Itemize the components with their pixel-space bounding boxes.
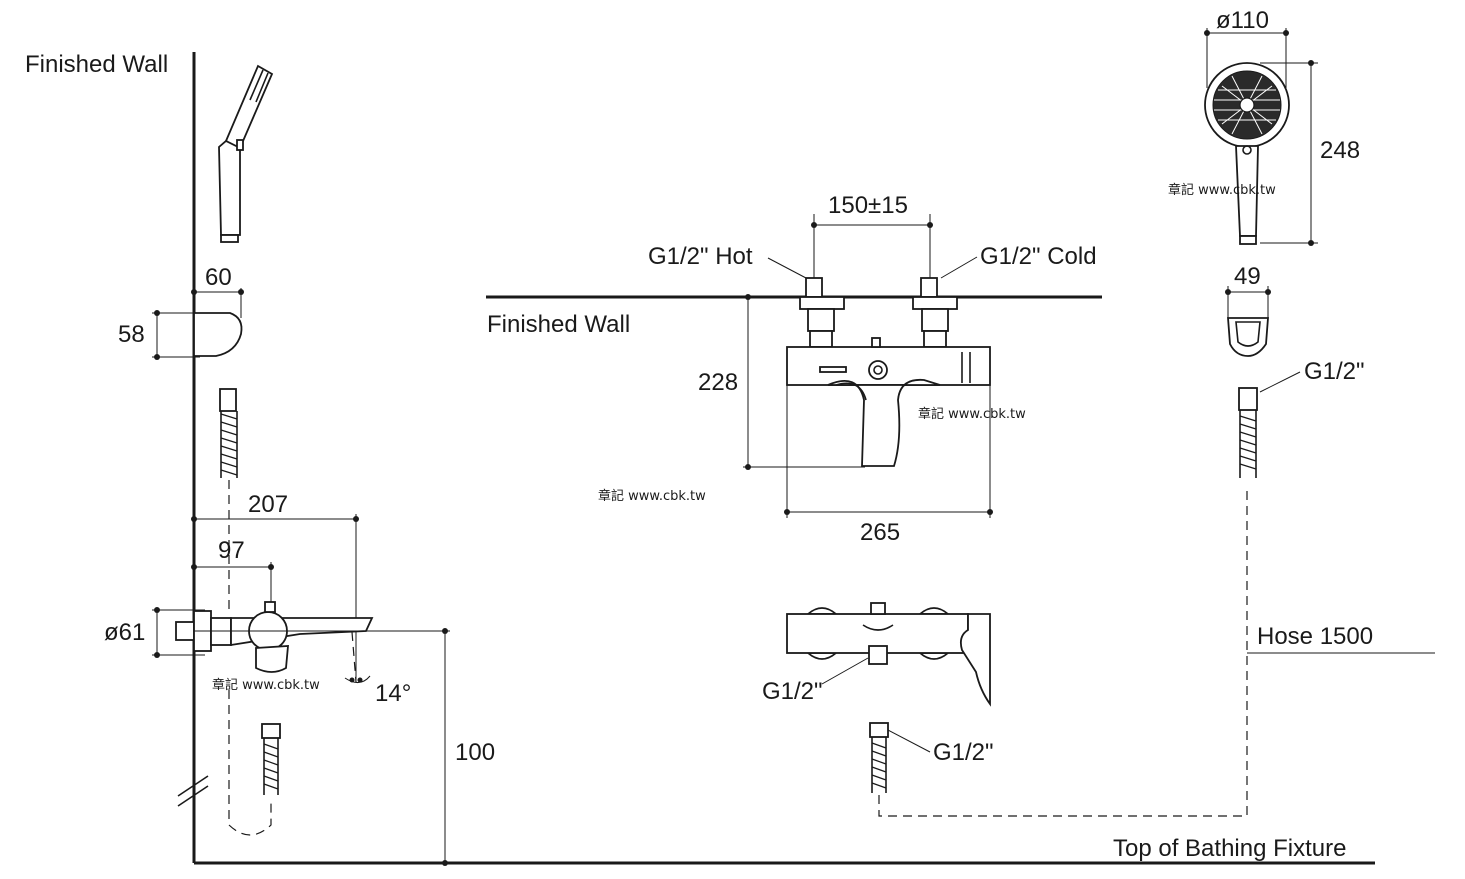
cold-inlet-label: G1/2" Cold bbox=[980, 243, 1097, 270]
finished-wall-label-center: Finished Wall bbox=[487, 311, 630, 338]
mixer-front-icon bbox=[786, 337, 991, 467]
dim-height-above-fixture: 100 bbox=[455, 739, 495, 766]
wall-break-mark bbox=[177, 785, 209, 807]
front-view: Finished Wall 150±15 G1/2" Hot G1/2" Col… bbox=[486, 192, 1102, 546]
hose-connector-icon bbox=[261, 723, 281, 739]
hose-connector-icon bbox=[1238, 387, 1258, 411]
hose-segment bbox=[871, 742, 887, 789]
dim-holder-depth: 60 bbox=[205, 264, 232, 291]
watermark-front: 章記 www.cbk.tw bbox=[918, 406, 1026, 422]
hose-segment bbox=[1239, 415, 1257, 470]
dim-escutcheon-diameter: ø61 bbox=[104, 619, 145, 646]
hose-segment bbox=[263, 743, 279, 790]
hose-connector-icon bbox=[219, 388, 237, 412]
shower-head-icon bbox=[1204, 62, 1290, 245]
dim-inlet-spacing: 150±15 bbox=[828, 192, 908, 219]
dim-spout-reach: 207 bbox=[248, 491, 288, 518]
side-view: Finished Wall 60 58 207 bbox=[25, 51, 1375, 866]
mixer-side-icon bbox=[175, 601, 374, 673]
handshower-thread-label: G1/2" bbox=[1304, 358, 1365, 385]
dim-holder-width: 49 bbox=[1234, 263, 1261, 290]
holder-side-icon bbox=[193, 312, 243, 357]
dim-body-width: 265 bbox=[860, 519, 900, 546]
dim-handle-offset: 97 bbox=[218, 537, 245, 564]
handshower-view: ø110 248 章記 www.cbk.tw 49 bbox=[1168, 7, 1365, 478]
bathing-fixture-label: Top of Bathing Fixture bbox=[1113, 835, 1346, 862]
watermark-handshower: 章記 www.cbk.tw bbox=[1168, 182, 1276, 198]
hose-connector-icon bbox=[869, 722, 889, 738]
watermark-side: 章記 www.cbk.tw bbox=[212, 677, 320, 693]
handshower-side-icon bbox=[218, 64, 274, 243]
dim-holder-height: 58 bbox=[118, 321, 145, 348]
hose-segment bbox=[220, 413, 238, 476]
finished-wall-label-left: Finished Wall bbox=[25, 51, 168, 78]
dim-body-height: 228 bbox=[698, 369, 738, 396]
dim-head-diameter: ø110 bbox=[1216, 7, 1269, 34]
cold-inlet-connector bbox=[912, 277, 958, 348]
hose-length-label: Hose 1500 bbox=[1257, 623, 1373, 650]
watermark-center: 章記 www.cbk.tw bbox=[598, 488, 706, 504]
plan-view: G1/2" G1/2" Hose 1500 bbox=[762, 485, 1435, 817]
hot-inlet-connector bbox=[799, 277, 845, 348]
hot-inlet-label: G1/2" Hot bbox=[648, 243, 753, 270]
outlet-thread-label: G1/2" bbox=[762, 678, 823, 705]
holder-front-icon bbox=[1227, 317, 1269, 357]
dim-handshower-length: 248 bbox=[1320, 137, 1360, 164]
dim-spout-angle: 14° bbox=[375, 680, 411, 707]
hose-end-thread-label: G1/2" bbox=[933, 739, 994, 766]
mixer-plan-icon bbox=[786, 602, 991, 707]
wall-break-mark bbox=[177, 775, 209, 797]
